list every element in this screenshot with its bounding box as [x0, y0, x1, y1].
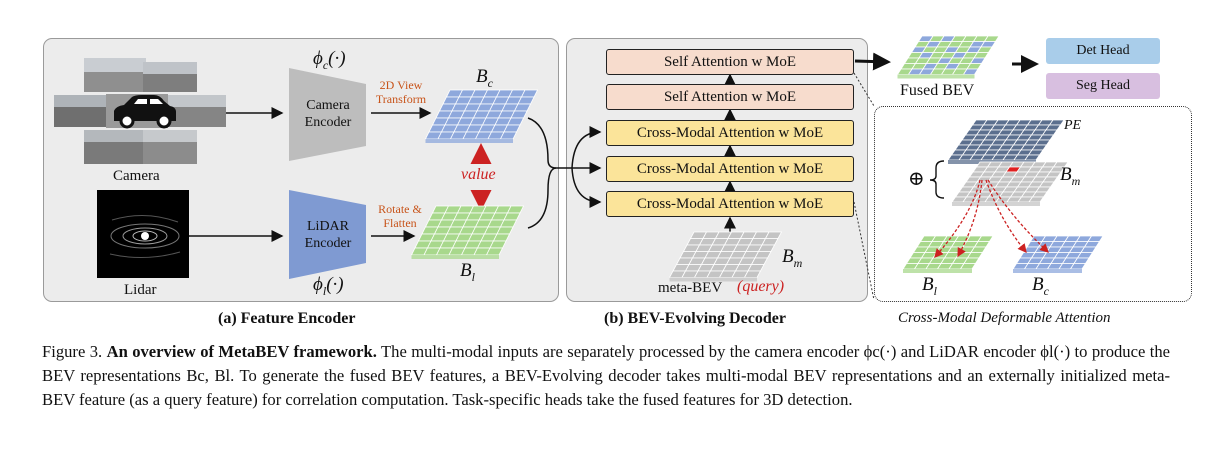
meta-bev-grid: [668, 231, 783, 282]
deformable-title: Cross-Modal Deformable Attention: [898, 310, 1111, 326]
caption-bold-title: An overview of MetaBEV framework.: [106, 342, 377, 361]
decoder-layer-self-attention-4: Self Attention w MoE: [606, 84, 854, 110]
deform-bl-grid: [902, 235, 994, 273]
zoom-line-bottom: [853, 201, 875, 301]
meta-bev-label: meta-BEV: [658, 280, 723, 296]
rotate-flatten-label: Rotate & Flatten: [378, 202, 422, 230]
camera-encoder-shape: [289, 68, 366, 161]
bm-label: Bm: [782, 246, 803, 270]
det-head: Det Head: [1046, 38, 1160, 64]
pe-grid: [947, 119, 1065, 164]
deform-bc-label: Bc: [1032, 274, 1049, 298]
fused-bev-label: Fused BEV: [900, 82, 975, 99]
query-label: (query): [737, 278, 785, 295]
fused-bev-grid: [896, 35, 1000, 79]
bl-label: Bl: [460, 260, 475, 284]
phi-l-label: ϕl(·): [313, 274, 344, 298]
arrow-to-fused-bev: [854, 52, 891, 71]
pe-label: PE: [1064, 118, 1082, 133]
oplus-bracket: [929, 160, 945, 199]
figure-caption: Figure 3. An overview of MetaBEV framewo…: [42, 340, 1170, 412]
decoder-title: (b) BEV-Evolving Decoder: [604, 310, 786, 327]
decoder-layer-cross-attention-1: Cross-Modal Attention w MoE: [606, 191, 854, 217]
view-transform-label: 2D View Transform: [375, 78, 427, 106]
camera-label: Camera: [113, 168, 160, 184]
seg-head: Seg Head: [1046, 73, 1160, 99]
deform-bl-label: Bl: [922, 274, 937, 298]
oplus-icon: ⊕: [908, 168, 925, 190]
phi-c-label: ϕc(·): [313, 48, 346, 72]
deform-bc-grid: [1012, 235, 1104, 273]
lidar-bev-grid: [410, 205, 525, 259]
decoder-layer-cross-attention-3: Cross-Modal Attention w MoE: [606, 120, 854, 146]
caption-figure-number: Figure 3.: [42, 342, 103, 361]
deformable-attention-panel: [874, 106, 1192, 302]
decoder-layer-self-attention-5: Self Attention w MoE: [606, 49, 854, 75]
deform-bm-grid: [951, 161, 1069, 206]
lidar-image: [97, 190, 189, 278]
lidar-label: Lidar: [124, 282, 157, 298]
decoder-layer-cross-attention-2: Cross-Modal Attention w MoE: [606, 156, 854, 182]
caption-body: The multi-modal inputs are separately pr…: [42, 342, 1170, 409]
feature-encoder-title: (a) Feature Encoder: [218, 310, 356, 327]
camera-encoder-label: Camera Encoder: [304, 98, 352, 130]
lidar-encoder-label: LiDAR Encoder: [304, 219, 352, 251]
zoom-line-top: [853, 72, 875, 107]
lidar-encoder-shape: [289, 190, 366, 279]
car-icon: [114, 95, 176, 129]
deform-bm-label: Bm: [1060, 164, 1081, 188]
bev-to-decoder-connectors: [527, 117, 602, 229]
deformable-sampling-arrows: [934, 179, 1049, 258]
camera-bev-grid: [424, 89, 539, 143]
value-label: value: [461, 166, 496, 183]
bc-label: Bc: [476, 66, 493, 90]
